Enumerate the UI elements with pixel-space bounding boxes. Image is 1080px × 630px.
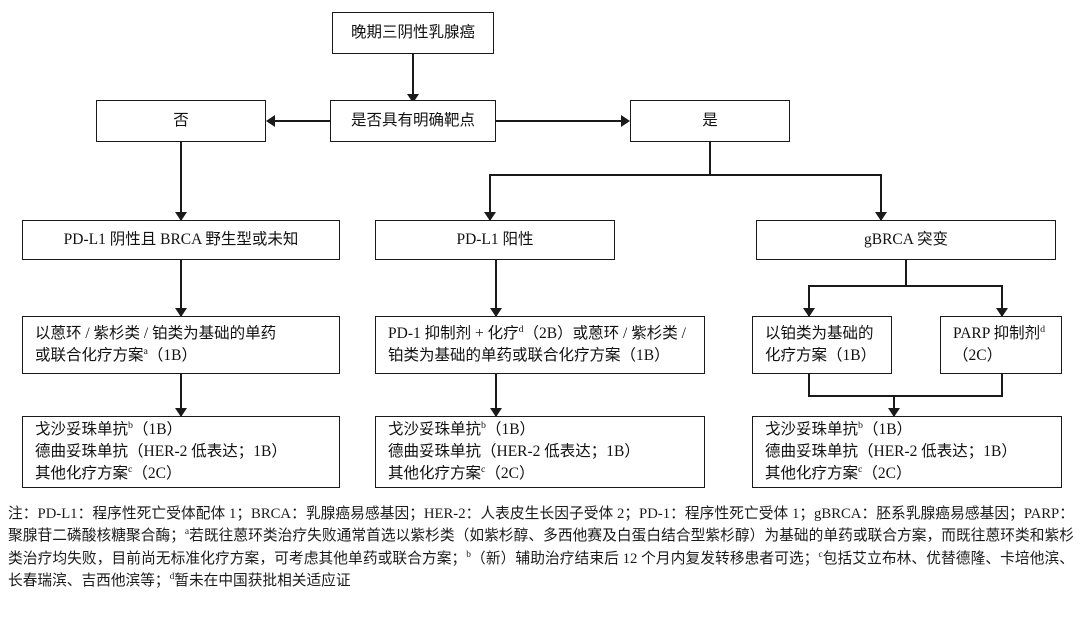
connector-bus-to-biomarker3 xyxy=(880,174,882,220)
arrowhead-decision-to-yes xyxy=(621,115,630,127)
connector-no-to-biomarker1 xyxy=(180,142,182,220)
node-decision-target-label: 是否具有明确靶点 xyxy=(350,112,475,129)
connector-decision-to-no xyxy=(275,120,330,122)
arrowhead-bus-to-biomarker3 xyxy=(875,212,887,221)
node-laterline-right[interactable]: 戈沙妥珠单抗b（1B） 德曲妥珠单抗（HER-2 低表达；1B） 其他化疗方案c… xyxy=(752,416,1062,488)
arrowhead-decision-to-no xyxy=(266,115,275,127)
connector-decision-to-yes xyxy=(496,120,621,122)
node-treatment-pd1-plus-chemo[interactable]: PD-1 抑制剂 + 化疗d（2B）或蒽环 / 紫杉类 / 铂类为基础的单药或联… xyxy=(375,316,705,374)
connector-biomarker1-to-treatment1 xyxy=(180,260,182,316)
node-biomarker-gbrca-mutation-label: gBRCA 突变 xyxy=(864,231,948,248)
connector-root-to-decision xyxy=(412,54,414,100)
node-advanced-tnbc-label: 晚期三阴性乳腺癌 xyxy=(350,24,475,41)
node-laterline-left-line-2: 德曲妥珠单抗（HER-2 低表达；1B） xyxy=(35,443,287,460)
arrowhead-biomarker1-to-treatment1 xyxy=(175,308,187,317)
connector-biomarker3-stem xyxy=(905,260,907,286)
node-laterline-right-line-3: 其他化疗方案c（2C） xyxy=(765,463,912,482)
node-branch-no-label: 否 xyxy=(173,112,189,129)
arrowhead-root-to-decision xyxy=(407,94,419,103)
arrowhead-treatment1-to-laterline1 xyxy=(175,408,187,417)
node-laterline-middle-line-2: 德曲妥珠单抗（HER-2 低表达；1B） xyxy=(388,443,640,460)
node-treatment-chemo-based-line-2: 或联合化疗方案a（1B） xyxy=(35,345,198,364)
node-laterline-middle[interactable]: 戈沙妥珠单抗b（1B） 德曲妥珠单抗（HER-2 低表达；1B） 其他化疗方案c… xyxy=(375,416,705,488)
connector-merge-to-laterline3 xyxy=(893,395,895,416)
node-branch-yes-label: 是 xyxy=(702,112,718,129)
arrowhead-biomarker2-to-treatment2 xyxy=(490,308,502,317)
connector-bus-to-biomarker2 xyxy=(489,174,491,220)
flowchart-canvas: 晚期三阴性乳腺癌 是否具有明确靶点 否 是 PD-L1 阴性且 BRCA 野生型… xyxy=(22,12,1062,488)
node-laterline-left-line-1: 戈沙妥珠单抗b（1B） xyxy=(35,419,183,438)
connector-yes-bus xyxy=(489,174,881,176)
figure-notes: 注：PD-L1：程序性死亡受体配体 1；BRCA：乳腺癌易感基因；HER-2：人… xyxy=(8,503,1074,592)
node-treatment-parp-inhibitor[interactable]: PARP 抑制剂d （2C） xyxy=(940,316,1062,374)
node-laterline-right-line-1: 戈沙妥珠单抗b（1B） xyxy=(765,419,913,438)
node-treatment-platinum-based[interactable]: 以铂类为基础的 化疗方案（1B） xyxy=(752,316,892,374)
figure-notes-text: 注：PD-L1：程序性死亡受体配体 1；BRCA：乳腺癌易感基因；HER-2：人… xyxy=(8,506,1074,590)
connector-biomarker2-to-treatment2 xyxy=(495,260,497,316)
node-treatment-pd1-plus-chemo-line-2: 铂类为基础的单药或联合化疗方案（1B） xyxy=(388,347,670,364)
connector-treatment3-down xyxy=(808,374,810,396)
node-decision-target[interactable]: 是否具有明确靶点 xyxy=(330,100,496,142)
node-biomarker-pdl1-positive-label: PD-L1 阳性 xyxy=(456,231,534,248)
connector-treatment1-to-laterline1 xyxy=(180,374,182,416)
node-treatment-platinum-based-line-1: 以铂类为基础的 xyxy=(765,325,874,342)
node-biomarker-gbrca-mutation[interactable]: gBRCA 突变 xyxy=(756,220,1056,260)
node-laterline-middle-line-1: 戈沙妥珠单抗b（1B） xyxy=(388,419,536,438)
connector-bus-to-treatment4 xyxy=(1001,285,1003,316)
node-laterline-left-line-3: 其他化疗方案c（2C） xyxy=(35,463,182,482)
node-branch-yes[interactable]: 是 xyxy=(630,100,790,142)
connector-bus-to-treatment3 xyxy=(808,285,810,316)
connector-biomarker3-bus xyxy=(808,285,1002,287)
arrowhead-bus-to-biomarker2 xyxy=(484,212,496,221)
node-treatment-platinum-based-line-2: 化疗方案（1B） xyxy=(765,347,877,364)
connector-yes-stem xyxy=(709,142,711,175)
node-treatment-chemo-based[interactable]: 以蒽环 / 紫杉类 / 铂类为基础的单药 或联合化疗方案a（1B） xyxy=(22,316,340,374)
arrowhead-bus-to-treatment4 xyxy=(996,308,1008,317)
node-biomarker-pdl1-negative-label: PD-L1 阴性且 BRCA 野生型或未知 xyxy=(63,231,299,248)
node-treatment-parp-inhibitor-line-2: （2C） xyxy=(953,347,1003,364)
node-biomarker-pdl1-positive[interactable]: PD-L1 阳性 xyxy=(375,220,615,260)
node-treatment-parp-inhibitor-line-1: PARP 抑制剂d xyxy=(953,323,1046,342)
node-treatment-chemo-based-line-1: 以蒽环 / 紫杉类 / 铂类为基础的单药 xyxy=(35,325,277,342)
node-branch-no[interactable]: 否 xyxy=(96,100,266,142)
connector-treatment2-to-laterline2 xyxy=(495,374,497,416)
connector-treatment4-down xyxy=(1001,374,1003,396)
arrowhead-merge-to-laterline3 xyxy=(888,408,900,417)
arrowhead-treatment2-to-laterline2 xyxy=(490,408,502,417)
node-advanced-tnbc[interactable]: 晚期三阴性乳腺癌 xyxy=(332,12,494,54)
node-biomarker-pdl1-negative[interactable]: PD-L1 阴性且 BRCA 野生型或未知 xyxy=(22,220,340,260)
node-laterline-left[interactable]: 戈沙妥珠单抗b（1B） 德曲妥珠单抗（HER-2 低表达；1B） 其他化疗方案c… xyxy=(22,416,340,488)
node-treatment-pd1-plus-chemo-line-1: PD-1 抑制剂 + 化疗d（2B）或蒽环 / 紫杉类 / xyxy=(388,323,686,342)
connector-merge-bus-right xyxy=(808,395,1003,397)
arrowhead-no-to-biomarker1 xyxy=(175,212,187,221)
arrowhead-bus-to-treatment3 xyxy=(803,308,815,317)
node-laterline-right-line-2: 德曲妥珠单抗（HER-2 低表达；1B） xyxy=(765,443,1017,460)
node-laterline-middle-line-3: 其他化疗方案c（2C） xyxy=(388,463,535,482)
